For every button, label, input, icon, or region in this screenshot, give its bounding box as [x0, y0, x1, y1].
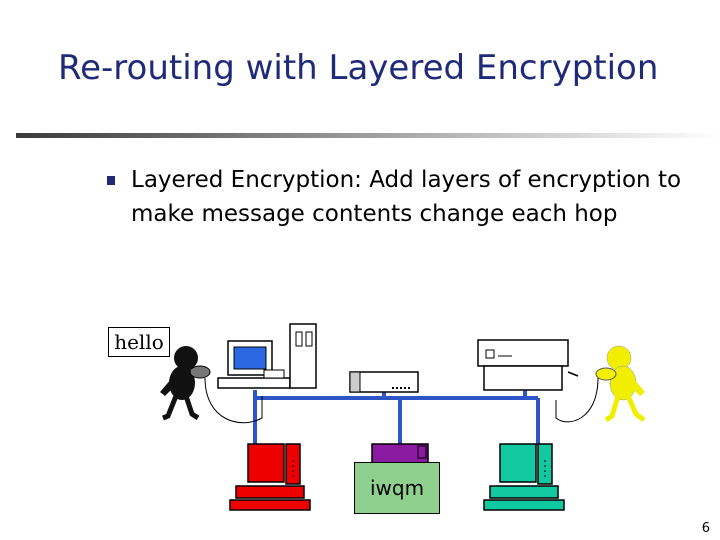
sender-phone-cord: [204, 377, 263, 424]
receiver-person-icon: [595, 345, 646, 423]
desktop-computer-icon: [217, 323, 317, 389]
network-hub-icon: [349, 371, 419, 393]
bullet-square-icon: [107, 176, 115, 185]
page-number: 6: [701, 521, 710, 536]
encrypted-message-box: iwqm: [354, 462, 440, 514]
intermediate-node-1-computer-icon: [229, 443, 311, 511]
plaintext-message-box: hello: [108, 327, 170, 357]
receiver-phone-cord: [555, 377, 599, 423]
intermediate-node-3-computer-icon: [483, 443, 565, 511]
sender-person-icon: [160, 346, 211, 421]
bullet-text: Layered Encryption: Add layers of encryp…: [131, 167, 682, 227]
title-divider: [16, 133, 720, 138]
slide-title: Re-routing with Layered Encryption: [58, 48, 659, 88]
printer-icon: [477, 339, 579, 391]
